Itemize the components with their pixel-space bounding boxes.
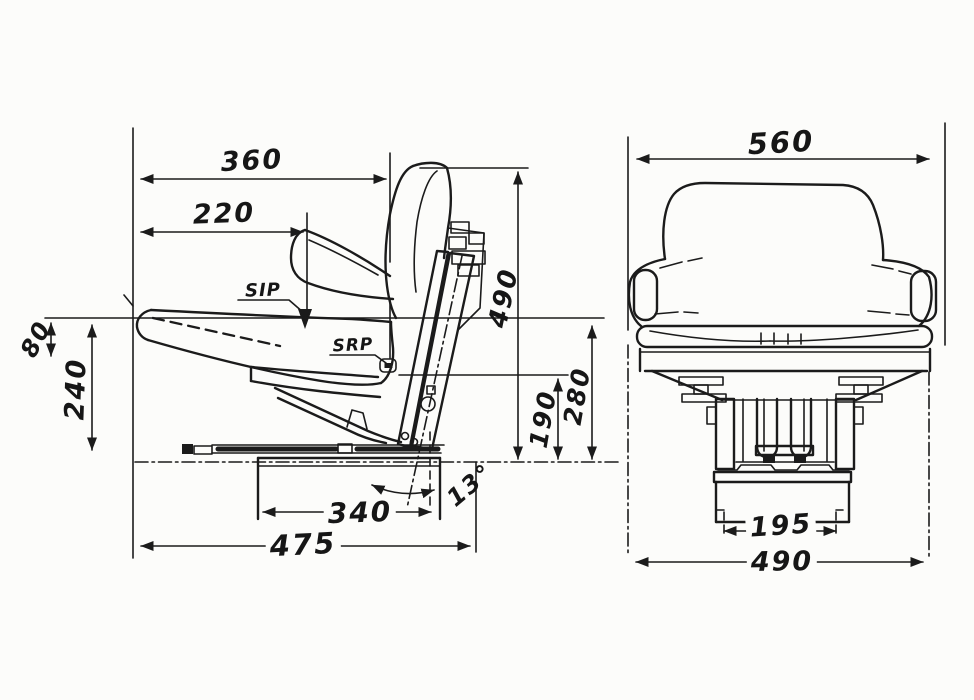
sip-point-marker — [298, 309, 312, 329]
dim-overall-width-label: 560 — [746, 123, 816, 162]
sip-point-label: SIP — [244, 279, 282, 302]
dim-cushion-front-offset-label: 220 — [192, 197, 256, 231]
dim-base-length-label: 340 — [323, 495, 397, 530]
dim-overall-length-label: 475 — [265, 526, 341, 563]
reference-point-markers — [237, 299, 397, 373]
front-view-seat-outline — [627, 181, 938, 524]
side-view-seat-outline — [135, 161, 486, 521]
front-view-line-art — [627, 122, 946, 567]
front-view-dimension-lines — [635, 154, 930, 567]
dim-backrest-top-offset-label: 360 — [220, 143, 284, 179]
dim-base-width-label: 195 — [744, 508, 818, 544]
side-view-dimension-lines — [46, 171, 597, 551]
srp-point-marker — [379, 358, 397, 373]
dim-mount-width-label: 490 — [746, 546, 818, 578]
dim-front-height-label: 240 — [59, 357, 93, 421]
srp-point-label: SRP — [332, 334, 374, 357]
front-view-extension-lines — [627, 122, 946, 558]
